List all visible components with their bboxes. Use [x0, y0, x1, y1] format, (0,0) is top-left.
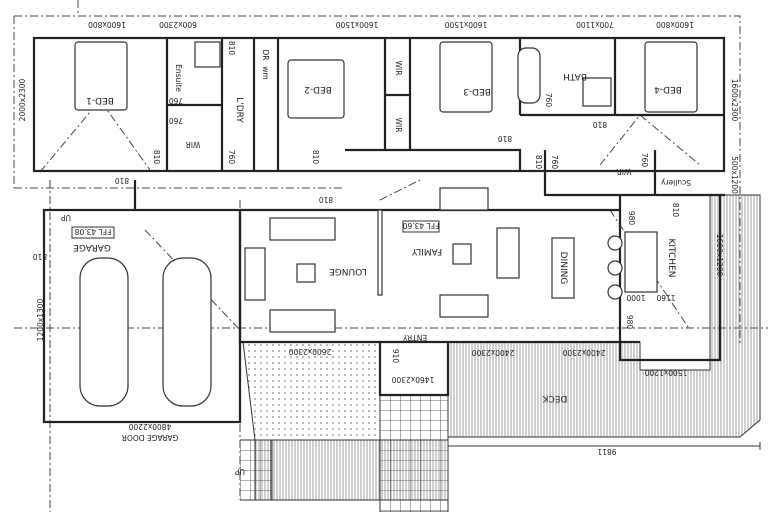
- kitchen-dim: 980: [625, 315, 634, 330]
- dim-label: 2000x2300: [18, 78, 27, 121]
- tv-unit: [377, 209, 383, 296]
- label-dryer: DR: [261, 50, 270, 61]
- label-up-stairs: UP: [235, 467, 245, 476]
- dim-label: 1600x800: [656, 20, 694, 29]
- bathtub: [517, 47, 541, 104]
- kitchen-dim: 980: [627, 211, 636, 226]
- sofa: [496, 227, 520, 279]
- room-label-entry: ENTRY: [402, 333, 427, 342]
- ffl-garage-box: FFL 43.08: [71, 226, 115, 239]
- room-label-laundry: L'DRY: [234, 97, 244, 123]
- dim-label: 500x1200: [730, 156, 739, 194]
- door-size: 760: [169, 96, 184, 105]
- door-size: 760: [544, 93, 553, 108]
- door-size: 810: [152, 150, 161, 165]
- deck-dimension: 9811: [447, 442, 761, 456]
- dim-label: 2600x2300: [288, 347, 331, 356]
- car: [162, 257, 212, 407]
- furniture: [74, 41, 698, 407]
- door-size: 810: [227, 41, 236, 56]
- room-label-wir2b: WIR: [394, 118, 403, 133]
- kitchen-dim: 1000: [626, 293, 645, 302]
- shower: [194, 41, 221, 68]
- dim-label: 1500x1200: [644, 368, 687, 377]
- ffl-family-box: FFL 43.60: [402, 220, 440, 233]
- svg-text:9811: 9811: [597, 447, 616, 456]
- door-size: 810: [33, 252, 48, 261]
- door-size: 760: [227, 150, 236, 165]
- label-washer: wm: [261, 66, 270, 79]
- door-size: 810: [319, 195, 334, 204]
- dim-label: 600x2300: [159, 20, 197, 29]
- car: [79, 257, 129, 407]
- room-label-lounge: LOUNGE: [329, 266, 367, 276]
- coffee-table: [296, 263, 316, 283]
- sofa: [269, 309, 336, 333]
- room-label-wir2a: WIR: [394, 61, 403, 76]
- dim-label: 1200x1300: [36, 298, 45, 341]
- dim-label: 2400x2300: [562, 348, 605, 357]
- door-size: 810: [311, 150, 320, 165]
- room-label-wir1: WIR: [186, 140, 201, 149]
- room-label-wir4: WIR: [617, 167, 632, 176]
- dim-label: 1600x1500: [335, 20, 378, 29]
- stool: [607, 284, 623, 300]
- kitchen-island: [624, 231, 658, 293]
- dim-label: 1600x1200: [715, 234, 724, 277]
- room-labels: BED-1 Ensuite WIR L'DRY DR wm BED-2 WIR …: [61, 50, 691, 477]
- kitchen-dim: 1160: [656, 293, 675, 302]
- bed-2-bed: [287, 59, 345, 119]
- door-size: 810: [498, 134, 513, 143]
- label-up-garage: UP: [61, 213, 71, 222]
- room-label-bed1: BED-1: [86, 95, 114, 105]
- door-size: 810: [115, 176, 130, 185]
- room-label-scullery: Scullery: [660, 178, 691, 187]
- bed-1-bed: [74, 41, 128, 111]
- door-size: 910: [391, 349, 400, 364]
- sofa: [439, 187, 489, 211]
- dim-label: 1460x2300: [391, 375, 434, 384]
- room-label-ensuite: Ensuite: [174, 64, 183, 92]
- coffee-table: [452, 243, 472, 265]
- bed-3-bed: [439, 41, 493, 113]
- sofa: [439, 294, 489, 318]
- svg-text:FFL 43.08: FFL 43.08: [74, 227, 111, 236]
- room-label-bed4: BED-4: [654, 84, 682, 94]
- room-label-family: FAMILY: [411, 246, 442, 256]
- room-label-bed3: BED-3: [463, 86, 491, 96]
- svg-text:FFL 43.60: FFL 43.60: [402, 221, 439, 230]
- label-garage-door: GARAGE DOOR: [122, 433, 179, 442]
- bed-4-bed: [644, 41, 698, 113]
- room-label-bath: BATH: [563, 71, 587, 81]
- dim-label: 700x1100: [576, 20, 614, 29]
- door-size: 810: [593, 120, 608, 129]
- door-size: 810: [534, 155, 543, 170]
- dining-table: [551, 237, 575, 299]
- dimension-labels: 1600x800 600x2300 1600x1500 1600x1500 70…: [18, 20, 761, 456]
- dim-label: 2400x2300: [471, 348, 514, 357]
- stool: [607, 235, 623, 251]
- door-size: 760: [640, 153, 649, 168]
- sofa: [244, 247, 266, 301]
- sofa: [269, 217, 336, 241]
- door-size: 760: [550, 155, 559, 170]
- room-label-garage: GARAGE: [73, 242, 111, 252]
- room-label-dining: DINING: [558, 252, 568, 285]
- deck: [240, 194, 761, 512]
- dim-label: 4800x2200: [128, 422, 171, 431]
- room-label-deck: DECK: [542, 393, 568, 403]
- dim-label: 1600x1500: [444, 20, 487, 29]
- room-label-bed2: BED-2: [304, 84, 332, 94]
- dim-label: 1600x2300: [730, 79, 739, 122]
- door-size: 810: [671, 203, 680, 218]
- dim-label: 1600x800: [88, 20, 126, 29]
- room-label-kitchen: KITCHEN: [666, 239, 676, 278]
- stool: [607, 260, 623, 276]
- bath-shower: [582, 77, 612, 107]
- door-size: 760: [169, 116, 184, 125]
